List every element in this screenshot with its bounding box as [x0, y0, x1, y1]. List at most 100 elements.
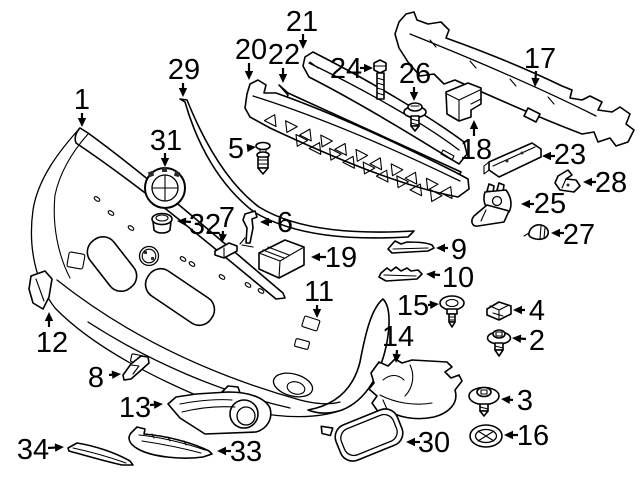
arrowhead-icon [54, 443, 64, 452]
part-8-guide-bracket [122, 355, 150, 381]
absorber-cell [299, 128, 312, 142]
callout-label-11: 11 [304, 276, 334, 308]
callout-27: 27 [551, 219, 595, 251]
arrowhead-icon [218, 233, 227, 243]
absorber-cell [295, 133, 309, 147]
callout-label-30: 30 [418, 427, 450, 459]
callout-10: 10 [426, 262, 474, 294]
arrowhead-icon [153, 400, 163, 409]
arrowhead-icon [551, 228, 560, 238]
callout-30: 30 [406, 427, 450, 459]
arrowhead-icon [429, 300, 439, 309]
arrowhead-icon [260, 217, 269, 227]
absorber-cell [439, 186, 453, 200]
part-25-holder-bracket [471, 182, 512, 227]
callout-label-13: 13 [119, 392, 151, 424]
part-20-impact-absorber [244, 79, 470, 203]
flange-hole [188, 261, 196, 267]
callout-33: 33 [217, 436, 262, 468]
callout-11: 11 [304, 276, 334, 318]
arrowhead-icon [542, 151, 551, 161]
part-32-grommet [151, 212, 173, 234]
absorber-cell [390, 163, 404, 177]
callout-label-31: 31 [150, 125, 182, 157]
part-31-bmw-emblem [144, 167, 186, 209]
callout-23: 23 [542, 139, 586, 171]
absorber-cell [285, 120, 298, 134]
absorber-cell [396, 175, 409, 189]
callout-label-24: 24 [330, 53, 362, 85]
arrowhead-icon [217, 446, 226, 456]
arrowhead-icon [469, 120, 479, 129]
part-30-reflector [320, 408, 404, 462]
callout-34: 34 [17, 434, 64, 466]
callout-label-19: 19 [325, 242, 357, 274]
part-15-rivet [439, 295, 465, 328]
arrowhead-icon [513, 305, 522, 315]
callout-29: 29 [168, 54, 200, 97]
callout-26: 26 [399, 58, 431, 101]
callout-13: 13 [119, 392, 163, 424]
callout-1: 1 [74, 84, 90, 127]
arrowhead-icon [512, 334, 522, 343]
callout-18: 18 [460, 120, 492, 166]
arrowhead-icon [436, 243, 445, 253]
arrowhead-icon [583, 177, 592, 187]
callout-label-34: 34 [17, 434, 49, 466]
arrowhead-icon [501, 395, 511, 404]
callout-8: 8 [88, 362, 121, 394]
callout-label-27: 27 [563, 219, 595, 251]
callout-label-25: 25 [534, 188, 566, 220]
arrowhead-icon [178, 88, 188, 97]
callout-4: 4 [513, 295, 545, 327]
part-1-bumper-cover [30, 127, 390, 418]
callout-28: 28 [583, 167, 627, 199]
callout-20: 20 [235, 34, 267, 80]
callout-label-5: 5 [228, 133, 244, 165]
callout-9: 9 [436, 234, 467, 266]
callout-label-14: 14 [382, 321, 414, 353]
callout-label-3: 3 [517, 385, 533, 417]
part-5-push-rivet [255, 141, 271, 175]
absorber-cell [362, 161, 376, 175]
part-16-expanding-nut [469, 424, 503, 448]
part-11-clip-slot [301, 315, 321, 332]
callout-layer: 1234567891011121314151617181920212223242… [17, 6, 627, 468]
part-10-ribbed-strip [378, 266, 423, 282]
absorber-cell [320, 134, 333, 148]
absorber-cell [425, 177, 439, 191]
arrowhead-icon [244, 71, 254, 80]
arrowhead-icon [409, 92, 419, 101]
callout-31: 31 [150, 125, 182, 167]
callout-25: 25 [521, 188, 566, 220]
flange-hole [93, 196, 101, 202]
part-3-washer-screw-large [468, 386, 500, 417]
callout-label-10: 10 [442, 262, 474, 294]
arrowhead-icon [392, 353, 401, 363]
flange-hole [179, 256, 187, 262]
absorber-cell [308, 142, 322, 155]
callout-5: 5 [228, 133, 256, 165]
part-34-trim-blade [67, 442, 134, 466]
part-4-clip-nut [486, 301, 512, 321]
part-21-reinforcement-bar [302, 51, 468, 165]
flange-hole [244, 282, 252, 288]
absorber-cell [409, 183, 423, 197]
flange-hole [218, 274, 226, 280]
arrowhead-icon [177, 217, 187, 226]
arrowhead-icon [111, 370, 121, 379]
callout-label-17: 17 [524, 43, 556, 75]
part-18-support-bracket [445, 82, 482, 122]
callout-label-33: 33 [230, 436, 262, 468]
absorber-cell [355, 148, 369, 162]
pdc-sensor-hole [138, 245, 160, 267]
arrowhead-icon [160, 158, 170, 167]
absorber-cell [375, 169, 389, 183]
part-33-grille-trim [128, 426, 213, 459]
callout-3: 3 [501, 385, 533, 417]
callout-label-12: 12 [36, 327, 68, 359]
arrowhead-icon [521, 199, 530, 209]
callout-label-15: 15 [397, 290, 429, 322]
callout-7: 7 [218, 202, 235, 243]
